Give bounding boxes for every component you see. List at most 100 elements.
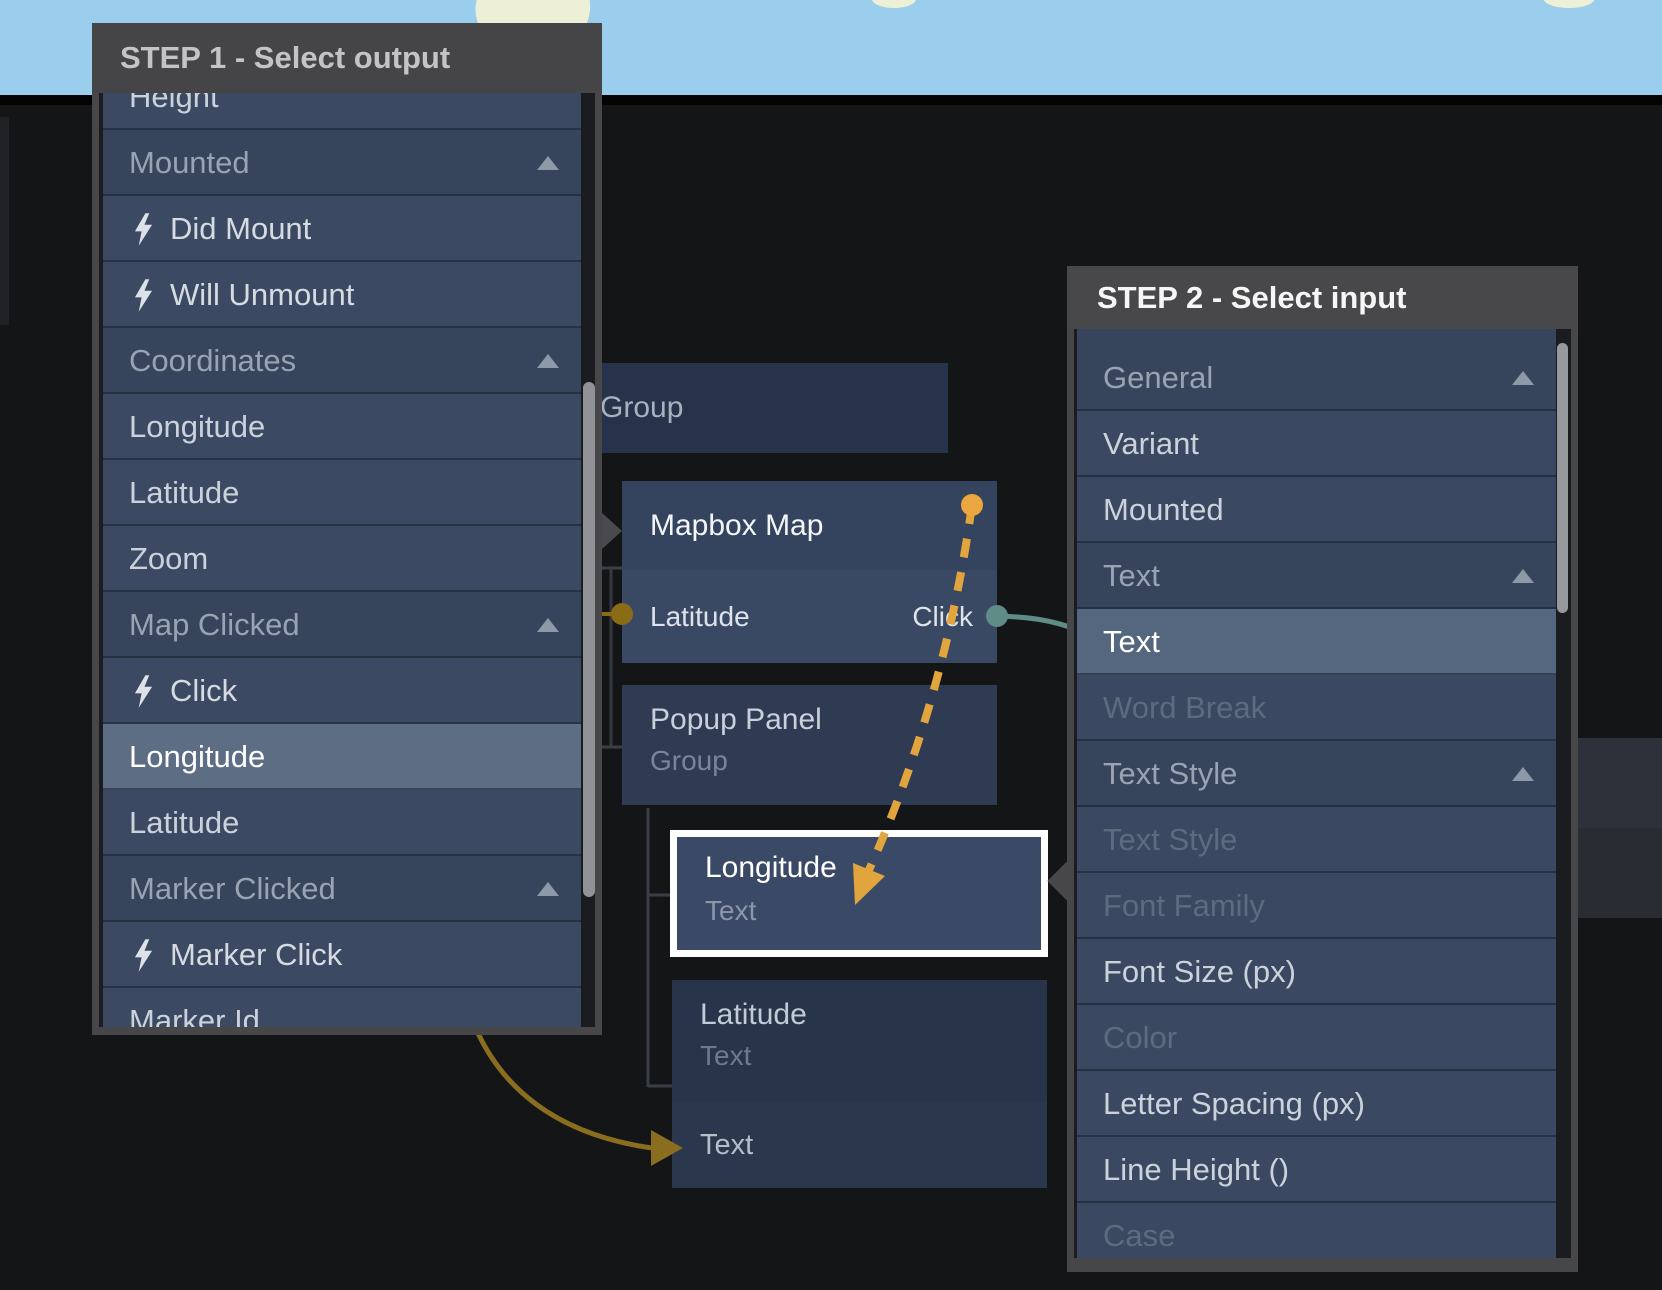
row-label: Font Size (px)	[1103, 954, 1296, 989]
step1-row-height[interactable]: Height	[103, 93, 581, 130]
step2-row-color: Color	[1077, 1005, 1556, 1071]
row-label: Will Unmount	[170, 277, 355, 312]
row-label: Text	[1103, 558, 1160, 593]
step2-panel-title: STEP 2 - Select input	[1067, 266, 1578, 329]
step1-panel-title: STEP 1 - Select output	[92, 23, 602, 93]
step2-row-mounted[interactable]: Mounted	[1077, 477, 1556, 543]
step2-row-font-size-px[interactable]: Font Size (px)	[1077, 939, 1556, 1005]
chevron-up-icon	[537, 354, 559, 368]
lightning-event-icon	[134, 278, 153, 312]
node-longitude-selected[interactable]: Longitude Text	[670, 830, 1048, 957]
list-top-spacer	[1077, 329, 1556, 345]
step2-row-text[interactable]: Text	[1077, 543, 1556, 609]
step2-row-text-style: Text Style	[1077, 807, 1556, 873]
step1-row-click[interactable]: Click	[103, 658, 581, 724]
step1-row-zoom[interactable]: Zoom	[103, 526, 581, 592]
row-label: Marker Clicked	[129, 871, 336, 906]
node-title: Mapbox Map	[650, 509, 824, 542]
node-title: Group	[600, 391, 684, 424]
row-label: Mounted	[129, 145, 250, 180]
row-label: Longitude	[129, 739, 266, 774]
node-title: Latitude	[700, 998, 807, 1031]
step2-row-font-family: Font Family	[1077, 873, 1556, 939]
background-node-fragment	[1576, 828, 1662, 918]
output-port-click[interactable]: Click	[912, 601, 973, 632]
step2-scrollbar[interactable]	[1557, 343, 1568, 613]
step1-scrollbar[interactable]	[583, 382, 595, 897]
step2-row-word-break: Word Break	[1077, 675, 1556, 741]
step1-row-did-mount[interactable]: Did Mount	[103, 196, 581, 262]
row-label: Longitude	[129, 409, 266, 444]
node-group[interactable]: Group	[540, 363, 948, 453]
step1-row-marker-clicked[interactable]: Marker Clicked	[103, 856, 581, 922]
row-label: Letter Spacing (px)	[1103, 1086, 1365, 1121]
step1-row-latitude[interactable]: Latitude	[103, 790, 581, 856]
row-label: Color	[1103, 1020, 1178, 1055]
row-label: Mounted	[1103, 492, 1224, 527]
row-label: Text Style	[1103, 822, 1238, 857]
node-popup-panel[interactable]: Popup Panel Group	[622, 685, 997, 805]
step1-row-mounted[interactable]: Mounted	[103, 130, 581, 196]
node-mapbox-map[interactable]: Mapbox Map Latitude Click	[622, 481, 997, 663]
node-header[interactable]: Mapbox Map	[622, 481, 997, 570]
row-label: General	[1103, 360, 1214, 395]
node-subtitle: Text	[705, 895, 757, 926]
row-label: Case	[1103, 1218, 1176, 1253]
row-label: Height	[129, 93, 219, 114]
lightning-event-icon	[134, 674, 153, 708]
step2-row-text[interactable]: Text	[1077, 609, 1556, 675]
chevron-up-icon	[1512, 767, 1534, 781]
node-body: Longitude Text	[677, 837, 1041, 950]
map-divider	[0, 95, 1662, 105]
click-connection-line	[996, 613, 1079, 633]
chevron-up-icon	[537, 156, 559, 170]
input-port-latitude[interactable]: Latitude	[650, 601, 750, 632]
step2-row-text-style[interactable]: Text Style	[1077, 741, 1556, 807]
row-label: Zoom	[129, 541, 209, 576]
lightning-event-icon	[134, 938, 153, 972]
row-label: Text Style	[1103, 756, 1238, 791]
row-label: Line Height ()	[1103, 1152, 1290, 1187]
lightning-event-icon	[134, 212, 153, 246]
node-title: Text	[700, 1129, 754, 1161]
row-label: Font Family	[1103, 888, 1265, 923]
step1-row-coordinates[interactable]: Coordinates	[103, 328, 581, 394]
row-label: Latitude	[129, 475, 240, 510]
row-label: Click	[170, 673, 238, 708]
step1-row-map-clicked[interactable]: Map Clicked	[103, 592, 581, 658]
row-label: Marker Id	[129, 1003, 260, 1027]
row-label: Latitude	[129, 805, 240, 840]
step2-row-case: Case	[1077, 1203, 1556, 1258]
row-label: Coordinates	[129, 343, 297, 378]
step2-row-line-height[interactable]: Line Height ()	[1077, 1137, 1556, 1203]
step1-row-will-unmount[interactable]: Will Unmount	[103, 262, 581, 328]
node-latitude[interactable]: Latitude Text	[672, 980, 1047, 1102]
row-label: Map Clicked	[129, 607, 300, 642]
step1-row-latitude[interactable]: Latitude	[103, 460, 581, 526]
map-land-shape	[872, 0, 916, 8]
background-node-fragment	[1576, 738, 1662, 828]
node-text[interactable]: Text	[672, 1102, 1047, 1188]
step2-row-general[interactable]: General	[1077, 345, 1556, 411]
step1-row-longitude[interactable]: Longitude	[103, 394, 581, 460]
collapse-arrow-icon[interactable]	[602, 513, 622, 549]
left-panel-edge	[0, 117, 9, 325]
map-land-shape	[1543, 0, 1595, 8]
chevron-up-icon	[1512, 569, 1534, 583]
step2-row-letter-spacing-px[interactable]: Letter Spacing (px)	[1077, 1071, 1556, 1137]
row-label: Did Mount	[170, 211, 312, 246]
node-subtitle: Text	[700, 1040, 752, 1071]
step1-row-marker-click[interactable]: Marker Click	[103, 922, 581, 988]
node-title: Popup Panel	[650, 703, 822, 736]
step2-row-variant[interactable]: Variant	[1077, 411, 1556, 477]
node-subtitle: Group	[650, 745, 728, 776]
chevron-up-icon	[537, 618, 559, 632]
row-label: Text	[1103, 624, 1160, 659]
step1-row-marker-id[interactable]: Marker Id	[103, 988, 581, 1027]
node-title: Longitude	[705, 851, 837, 884]
row-label: Variant	[1103, 426, 1199, 461]
step1-row-longitude[interactable]: Longitude	[103, 724, 581, 790]
